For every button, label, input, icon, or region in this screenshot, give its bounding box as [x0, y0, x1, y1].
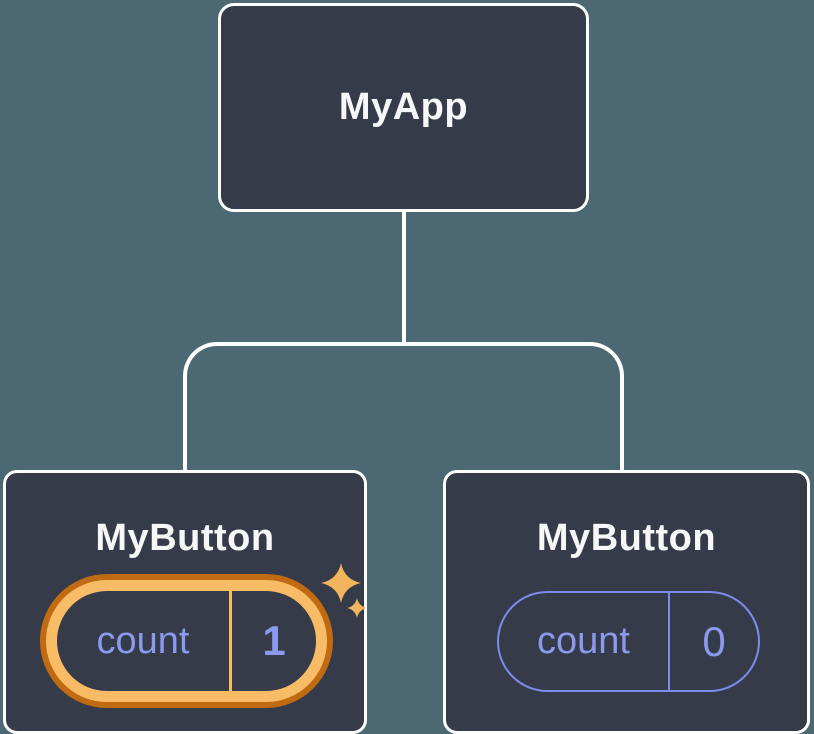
state-key-label: count — [537, 620, 630, 662]
state-key-label: count — [96, 619, 190, 662]
state-pill-highlighted: count 1 — [40, 574, 333, 708]
connector-branch — [183, 342, 624, 470]
sparkle-icon — [321, 563, 367, 618]
child-component-node-left: MyButton count 1 — [3, 470, 367, 734]
child-component-node-right: MyButton count 0 — [443, 470, 810, 734]
root-component-label: MyApp — [338, 86, 469, 128]
child-component-label-left: MyButton — [95, 517, 275, 559]
state-pill-highlight-ring: count 1 — [46, 580, 327, 702]
state-pill-divider — [668, 593, 670, 690]
state-pill-divider — [229, 591, 232, 691]
state-pill-default: count 0 — [497, 591, 760, 692]
state-value: 1 — [262, 617, 286, 664]
child-component-label-right: MyButton — [536, 517, 717, 559]
root-component-node: MyApp — [218, 3, 589, 212]
state-value: 0 — [702, 617, 726, 665]
state-pill-body: count 1 — [57, 591, 316, 691]
connector-root-stem — [402, 210, 406, 344]
